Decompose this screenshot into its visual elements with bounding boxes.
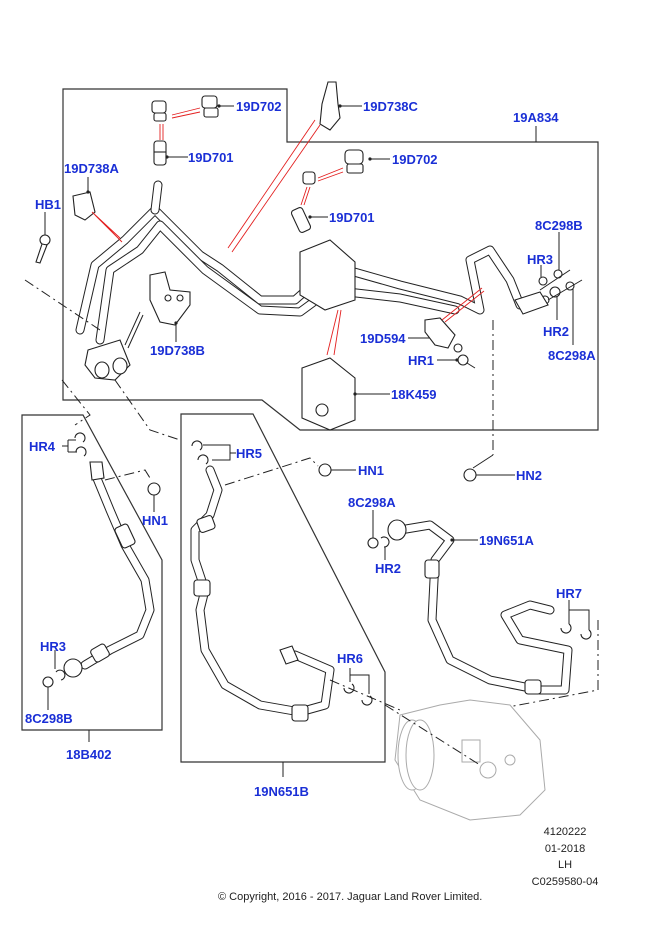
callout-19D738C: 19D738C — [363, 99, 419, 114]
callout-HR2: HR2 — [543, 324, 569, 339]
callout-19D701-mid: 19D701 — [329, 210, 375, 225]
o-ring-HR3-top — [538, 276, 548, 286]
hose-18B402 — [63, 461, 155, 678]
group-box-19N651B — [180, 413, 386, 763]
bolt-HB1 — [35, 234, 51, 264]
nut-HN2 — [463, 468, 477, 482]
washer-8C298A-mid — [367, 537, 379, 549]
callout-19D738B: 19D738B — [150, 343, 205, 358]
cap-small-mid — [302, 171, 316, 185]
callout-19D594: 19D594 — [360, 331, 406, 346]
callout-19D702-mid: 19D702 — [392, 152, 438, 167]
nut-HN1-left — [147, 482, 161, 496]
hose-19N651A — [387, 519, 573, 695]
callout-19N651A: 19N651A — [479, 533, 535, 548]
o-ring-HR1 — [457, 354, 469, 366]
clip-19D738C — [319, 81, 341, 131]
cap-19D702-a — [151, 100, 167, 122]
callout-HR4: HR4 — [29, 439, 56, 454]
illustration-date: 01-2018 — [545, 843, 585, 855]
hose-19N651B — [190, 465, 335, 722]
callout-HN2: HN2 — [516, 468, 542, 483]
callout-HR6: HR6 — [337, 651, 363, 666]
callout-19D738A: 19D738A — [64, 161, 120, 176]
copyright-notice: © Copyright, 2016 - 2017. Jaguar Land Ro… — [218, 891, 482, 903]
cap-19D702-b — [201, 95, 219, 118]
callout-HN1-left: HN1 — [142, 513, 168, 528]
isolator-18K459 — [301, 357, 356, 431]
callout-HR5: HR5 — [236, 446, 262, 461]
valve-core-19D701-b — [290, 207, 312, 233]
callout-HR1: HR1 — [408, 353, 434, 368]
callout-HR2-mid: HR2 — [375, 561, 401, 576]
callout-19D701: 19D701 — [188, 150, 234, 165]
cap-19D702-c — [344, 149, 364, 174]
callout-HN1-mid: HN1 — [358, 463, 384, 478]
washer-8C298B-low — [42, 676, 54, 688]
washer-8C298B-top — [553, 269, 563, 279]
illustration-variant: LH — [558, 859, 572, 871]
callout-8C298B-low: 8C298B — [25, 711, 73, 726]
callout-8C298A: 8C298A — [548, 348, 596, 363]
callout-HB1: HB1 — [35, 197, 61, 212]
callout-8C298B: 8C298B — [535, 218, 583, 233]
callout-HR3: HR3 — [527, 252, 553, 267]
callout-19A834: 19A834 — [513, 110, 559, 125]
bracket-19D738B — [149, 271, 191, 326]
callout-19D702: 19D702 — [236, 99, 282, 114]
nut-HN1-mid — [318, 463, 332, 477]
switch-19D594 — [424, 317, 463, 353]
callout-8C298A-mid: 8C298A — [348, 495, 396, 510]
illustration-reference: C0259580-04 — [532, 876, 599, 888]
callout-18B402: 18B402 — [66, 747, 112, 762]
callout-19N651B: 19N651B — [254, 784, 309, 799]
valve-core-19D701-a — [153, 140, 167, 166]
compressor-ghost — [394, 699, 546, 821]
callout-HR7: HR7 — [556, 586, 582, 601]
clip-19D738A — [72, 191, 96, 221]
callout-HR3-low: HR3 — [40, 639, 66, 654]
pipe-assembly-19A834 — [75, 180, 550, 381]
callout-18K459: 18K459 — [391, 387, 437, 402]
group-box-18B402 — [21, 414, 163, 731]
illustration-number: 4120222 — [544, 826, 587, 838]
